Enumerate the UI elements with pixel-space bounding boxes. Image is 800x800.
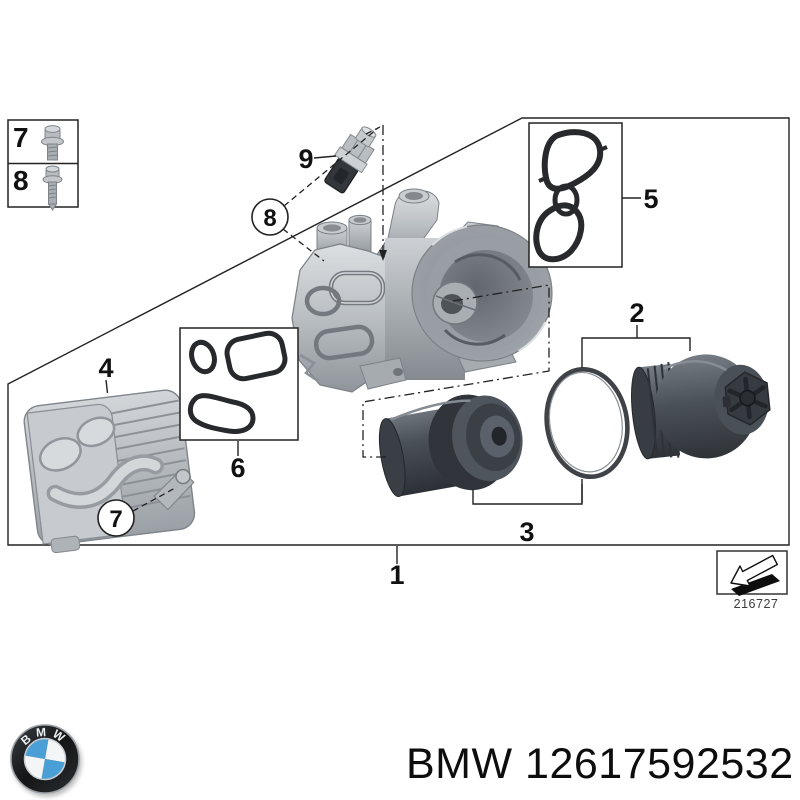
filter-cap-drawing [631,354,771,460]
gaskets-box-6 [179,327,299,441]
assembly-border [7,117,790,546]
circled-callout-7: 7 [97,499,135,537]
part-number-line: BMW 12617592532 [406,740,794,789]
svg-text:8: 8 [263,205,276,232]
legend-row2-label: 8 [13,165,29,196]
bmw-roundel-logo: BMW [10,724,80,794]
part-number-text: 12617592532 [525,740,794,788]
brand-text: BMW [406,740,513,788]
callout-3: 3 [519,517,534,547]
gasket-box-5 [528,122,623,268]
oil-filter-drawing [378,394,523,498]
callout-5: 5 [643,184,658,214]
callout-6: 6 [230,453,245,483]
callout-4: 4 [98,353,113,383]
leader-lines [105,125,691,564]
callout-2: 2 [629,298,644,328]
ref-number: 216727 [734,597,779,611]
filter-housing-drawing [291,188,553,393]
oil-cooler-drawing [23,389,196,554]
svg-text:7: 7 [109,506,122,533]
exploded-parts-diagram: 7 8 [7,117,790,611]
legend-row1-label: 7 [13,122,29,153]
flange-bolt-icon [41,125,64,161]
circled-callout-8: 8 [251,198,289,236]
oil-pressure-sensor-drawing [324,126,377,194]
long-screw-icon [42,165,63,211]
callout-9: 9 [298,144,313,174]
callout-1: 1 [389,560,404,590]
o-ring-drawing [544,366,630,480]
direction-arrow-icon [730,554,780,596]
legend-box: 7 8 [7,119,79,211]
roundel-quadrants [23,737,67,781]
ref-number-box: 216727 [716,550,788,611]
